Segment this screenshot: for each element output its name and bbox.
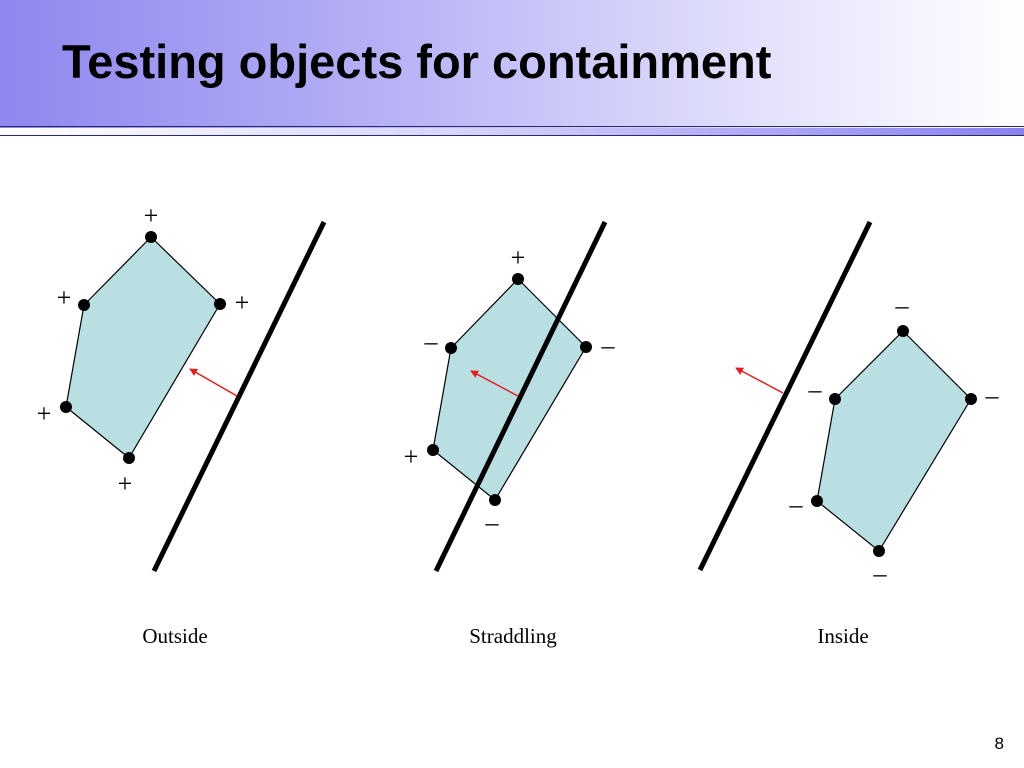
- vertex-sign: –: [873, 559, 888, 588]
- vertex-sign: +: [144, 201, 159, 230]
- slide-title: Testing objects for containment: [62, 35, 772, 88]
- normal-arrow-outside: [189, 368, 238, 397]
- vertex-sign: +: [37, 399, 52, 428]
- plane-line-straddling: [433, 220, 608, 573]
- vertex-sign: +: [235, 288, 250, 317]
- panel-outside: + + + + +: [37, 201, 327, 573]
- vertex-sign: +: [57, 283, 72, 312]
- plane-line-outside: [151, 220, 327, 573]
- vertex-points-outside: [60, 231, 226, 464]
- vertex-point: [512, 273, 524, 285]
- vertex-point: [489, 494, 501, 506]
- vertex-point: [811, 495, 823, 507]
- vertex-sign: +: [118, 469, 133, 498]
- vertex-point: [829, 393, 841, 405]
- vertex-sign: –: [985, 381, 1000, 410]
- vertex-point: [580, 341, 592, 353]
- vertex-sign: –: [895, 291, 910, 320]
- plane-line-inside: [697, 220, 873, 572]
- panel-inside: – – – – –: [697, 220, 1000, 588]
- polygon-inside: [816, 330, 972, 552]
- vertex-sign: –: [808, 375, 823, 404]
- header-divider-band: [0, 128, 1024, 136]
- vertex-point: [965, 393, 977, 405]
- vertex-sign: –: [601, 331, 616, 360]
- slide-number: 8: [994, 734, 1004, 753]
- header-divider-line: [0, 126, 1024, 127]
- vertex-sign: +: [511, 243, 526, 272]
- slide-header: Testing objects for containment: [0, 0, 1024, 128]
- vertex-sign: +: [404, 442, 419, 471]
- vertex-point: [78, 299, 90, 311]
- vertex-point: [145, 231, 157, 243]
- vertex-point: [123, 452, 135, 464]
- vertex-points-inside: [811, 325, 977, 557]
- polygon-outside: [65, 236, 221, 459]
- vertex-sign: –: [424, 327, 439, 356]
- caption-outside: Outside: [142, 624, 208, 648]
- caption-inside: Inside: [817, 624, 869, 648]
- polygon-straddling: [432, 278, 587, 501]
- vertex-point: [897, 325, 909, 337]
- vertex-sign: –: [789, 490, 804, 519]
- panel-straddling: + – + – –: [404, 220, 616, 573]
- normal-arrow-inside: [735, 367, 784, 394]
- vertex-point: [873, 545, 885, 557]
- vertex-point: [445, 342, 457, 354]
- vertex-points-straddling: [427, 273, 592, 506]
- vertex-point: [60, 401, 72, 413]
- caption-straddling: Straddling: [469, 624, 557, 648]
- vertex-point: [214, 298, 226, 310]
- vertex-sign: –: [485, 508, 500, 537]
- normal-arrow-straddling: [470, 370, 519, 397]
- vertex-point: [427, 444, 439, 456]
